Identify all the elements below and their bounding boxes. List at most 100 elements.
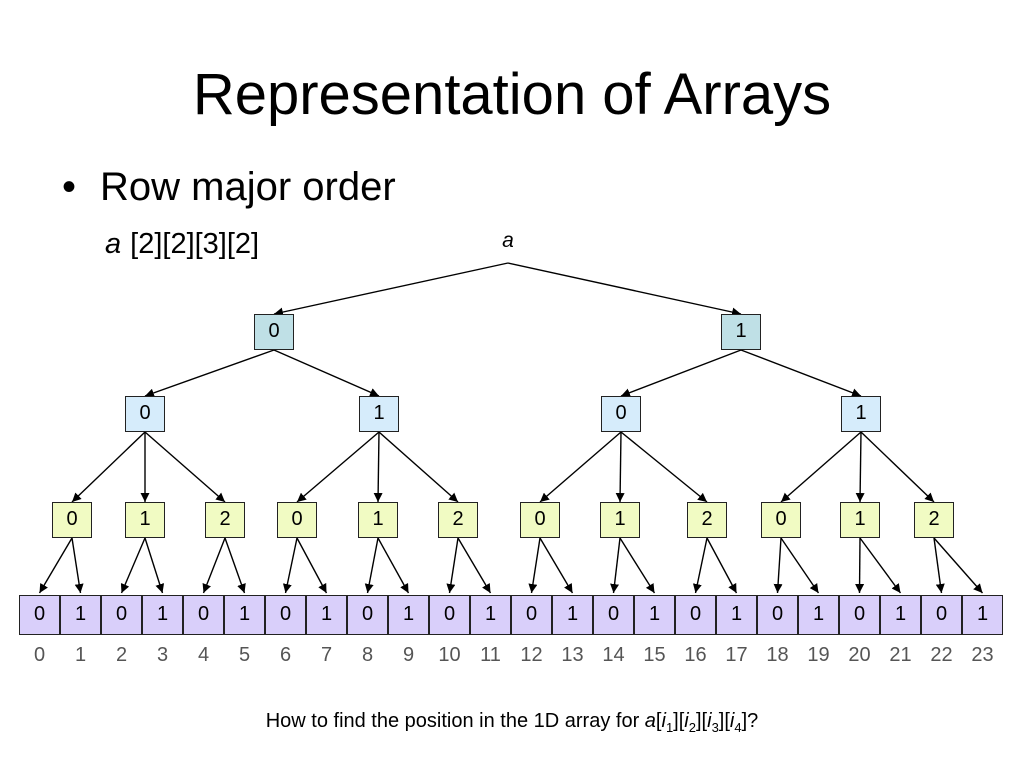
question-index: [i2] [679,710,702,735]
array-index: 7 [320,644,333,666]
array-declaration: a[2][2][3][2] [105,226,259,262]
level3-connector [282,537,298,594]
level3-connector [296,537,328,594]
array-cell: 1 [880,595,921,635]
array-cell: 1 [306,595,347,635]
array-index: 11 [480,644,501,666]
bracket-open: [ [655,710,662,732]
question-subscripts: [i1][i2][i3][i4] [655,710,747,735]
bracket-close: ] [673,710,679,732]
index-subscript: 3 [711,720,719,735]
index-var: i [729,710,735,732]
level2-connector [620,431,708,503]
array-index: 0 [33,644,46,666]
array-cell: 1 [224,595,265,635]
array-cell: 0 [347,595,388,635]
level2-connector [780,431,862,503]
question-suffix: ? [747,710,759,732]
level3-connector [202,537,226,594]
array-cell: 0 [839,595,880,635]
bracket-open: [ [724,710,730,732]
array-index: 2 [115,644,128,666]
level3-connector [457,537,492,594]
tree-root-label: a [502,229,514,252]
level1-connector [273,349,380,397]
level1-connector [144,349,275,398]
root-connector [273,262,509,317]
question-index: [i4] [724,710,747,735]
array-cell: 0 [101,595,142,635]
array-index: 19 [807,644,830,666]
level3-node: 2 [914,502,954,538]
level2-node: 1 [359,396,399,432]
bullet-text: Row major order [100,165,396,209]
level3-node: 1 [600,502,640,538]
array-index: 20 [848,644,871,666]
question-text: How to find the position in the 1D array… [0,708,1024,741]
level3-connector [144,537,165,594]
array-index: 12 [520,644,543,666]
level1-node: 0 [254,314,294,350]
level3-node: 1 [358,502,398,538]
array-cell: 0 [675,595,716,635]
level3-node: 0 [277,502,317,538]
level3-connector [224,537,246,594]
question-var: a [644,710,656,732]
array-index: 6 [279,644,292,666]
array-index: 3 [156,644,169,666]
level1-node: 1 [721,314,761,350]
level3-connector [692,537,708,594]
level3-connector [619,537,656,594]
array-cell: 0 [757,595,798,635]
level3-connector [773,537,783,594]
level2-node: 0 [601,396,641,432]
level2-connector [296,431,380,503]
array-index: 13 [561,644,584,666]
level2-connector [71,431,146,503]
level3-connector [780,537,820,594]
root-connector [507,262,742,317]
array-index: 14 [602,644,625,666]
array-index: 23 [971,644,994,666]
level3-node: 0 [52,502,92,538]
level2-connector [615,431,625,503]
array-cell: 0 [921,595,962,635]
array-cell: 1 [716,595,757,635]
level2-node: 0 [125,396,165,432]
array-index: 8 [361,644,374,666]
question-index: [i3] [701,710,725,735]
level3-connector [855,537,865,594]
level3-connector [446,537,459,594]
slide-title: Representation of Arrays [192,62,832,127]
array-index: 17 [725,644,748,666]
array-cell: 1 [388,595,429,635]
level2-connector [860,431,935,503]
level3-node: 1 [840,502,880,538]
array-index: 5 [238,644,251,666]
level1-connector [740,349,862,397]
question-prefix: How to find the position in the 1D array… [265,710,645,732]
array-cell: 1 [962,595,1003,635]
bracket-open: [ [701,710,708,732]
array-cell: 0 [19,595,60,635]
array-cell: 1 [470,595,511,635]
array-index: 9 [402,644,415,666]
index-var: i [661,710,666,732]
bracket-close: ] [718,710,725,732]
bullet-dot: • [62,165,77,209]
array-cell: 1 [798,595,839,635]
level3-connector [539,537,574,594]
level3-connector [859,537,902,594]
level3-node: 1 [125,502,165,538]
level3-connector [933,537,945,594]
array-cell: 0 [511,595,552,635]
declaration-name: a [105,228,122,260]
index-var: i [707,710,712,732]
array-index: 16 [684,644,707,666]
array-cell: 0 [593,595,634,635]
level3-node: 2 [205,502,245,538]
index-subscript: 2 [688,720,696,735]
bullet-item: • Row major order [62,160,396,214]
level3-connector [120,537,146,594]
